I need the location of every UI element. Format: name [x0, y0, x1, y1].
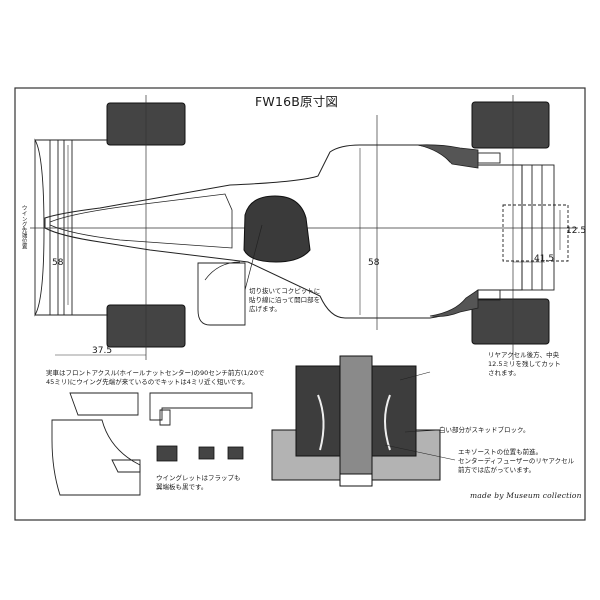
- rear-axle-note-line3: されます。: [488, 369, 520, 377]
- cockpit-note-line2: 貼り線に沿って開口部を: [249, 296, 321, 304]
- sheet-border: [14, 87, 586, 521]
- nose: [49, 193, 233, 249]
- rear-wing: [477, 152, 569, 301]
- exhaust-note-line1: エキゾーストの位置も前進。: [458, 448, 543, 456]
- cockpit-cutout-piece: [197, 262, 246, 326]
- exhaust-note-line2: センターディフューザーのリヤアクセル: [458, 457, 575, 465]
- dim-front-overhang: 37.5: [92, 346, 113, 356]
- exhaust-note-line3: 前方では広がっています。: [458, 466, 536, 474]
- skid-block-note: 白い部分がスキッドブロック。: [439, 426, 530, 434]
- front-wing: [34, 138, 108, 317]
- winglet-note-line1: ウイングレットはフラップも: [156, 474, 241, 482]
- dimension-lines: [55, 145, 561, 356]
- rear-right-tire: [471, 298, 550, 345]
- front-wing-vertical-label: ウイング先端位置: [20, 205, 27, 249]
- rear-axle-note-line2: 12.5ミリを残してカット: [488, 360, 561, 368]
- rear-axle-note-line1: リヤアクセル後方、中央: [488, 351, 560, 359]
- dim-front-width: 58: [52, 258, 64, 268]
- real-car-note-line2: 45ミリ)にウイング先端が来ているのでキットは4ミリ近く短いです。: [46, 378, 249, 386]
- spare-parts: [51, 392, 253, 496]
- diffuser-detail: [271, 355, 456, 487]
- winglet-part-c: [227, 446, 244, 460]
- winglet-part-a: [156, 445, 178, 462]
- page-title: FW16B原寸図: [255, 94, 339, 109]
- cockpit-opening: [243, 195, 311, 263]
- winglet-note-line2: 翼端板も黒です。: [156, 483, 208, 491]
- cockpit-note-line1: 切り抜いてコクピットに: [249, 287, 321, 295]
- real-car-note-line1: 実車はフロントアクスル(ホイールナットセンター)の90センチ前方(1/20で: [46, 369, 265, 377]
- cockpit-note-line3: 広げます。: [249, 305, 281, 313]
- cockpit-leader: [244, 224, 263, 291]
- dim-rear-axle: 41.5: [534, 254, 555, 264]
- dim-rear-width: 58: [368, 258, 380, 268]
- dim-rear-overhang: 12.5: [566, 226, 587, 236]
- left-sidepod-shade: [417, 144, 479, 169]
- right-sidepod-shade: [429, 289, 479, 317]
- winglet-part-b: [198, 446, 215, 460]
- rear-left-tire: [471, 101, 550, 149]
- credit-signature: made by Museum collection: [470, 491, 582, 500]
